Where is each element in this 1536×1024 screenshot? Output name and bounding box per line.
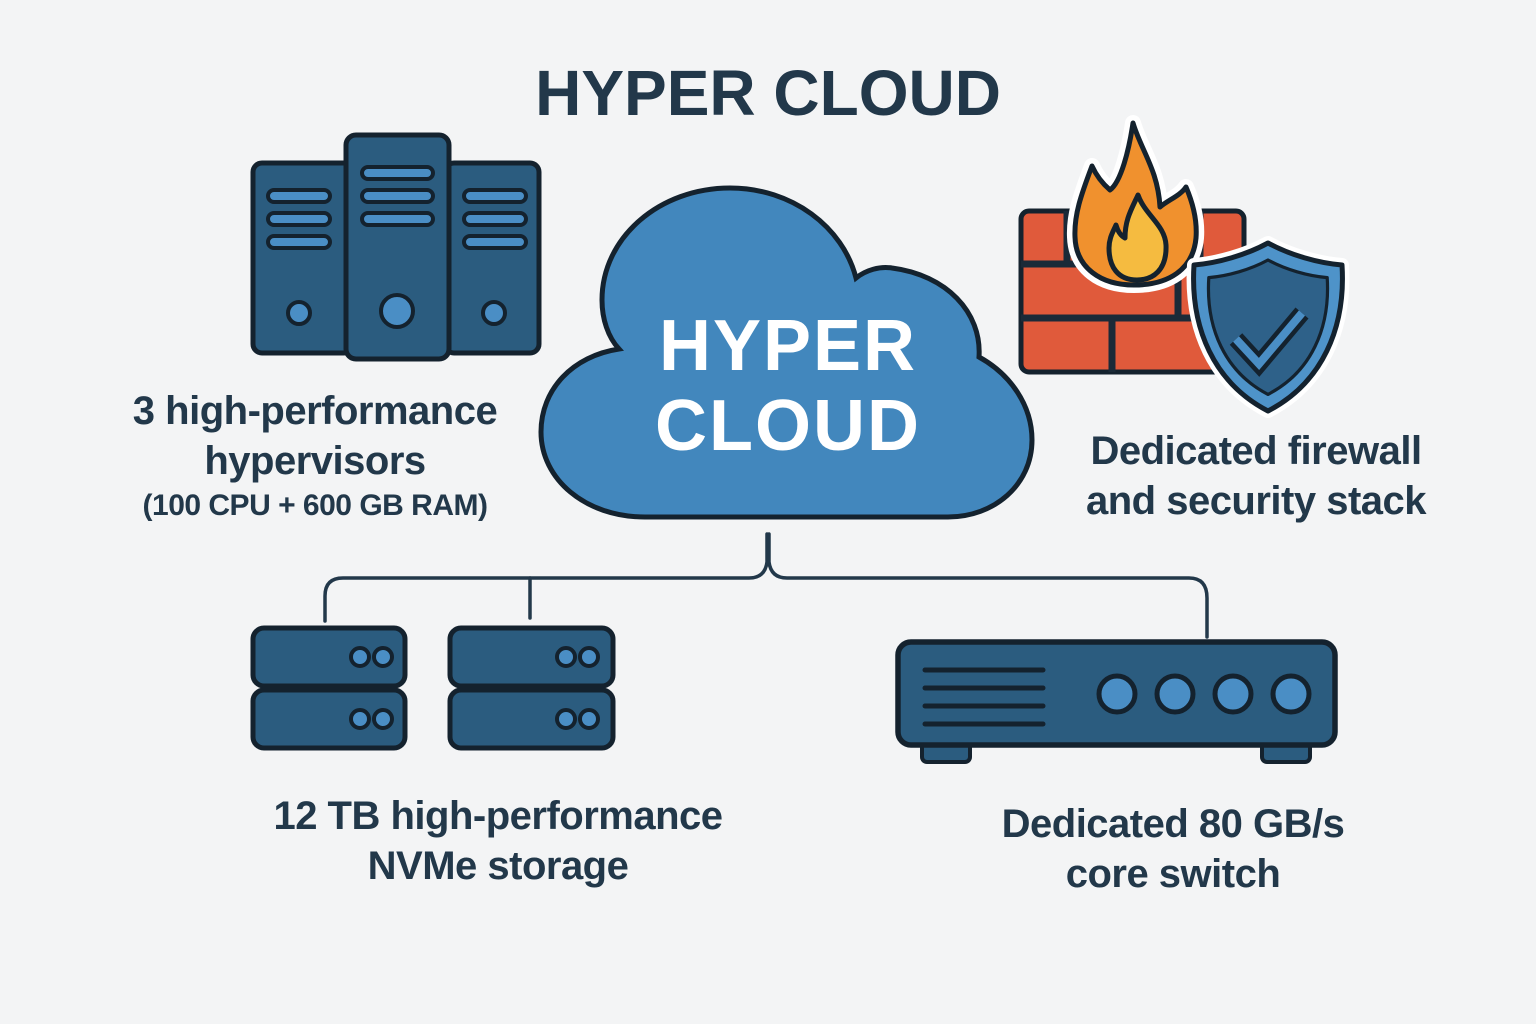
switch-caption-line2: core switch: [1065, 852, 1281, 896]
storage-unit: [447, 687, 616, 751]
switch-ports: [1096, 673, 1312, 715]
cloud-icon: [538, 185, 1035, 520]
storage-unit: [250, 687, 408, 751]
storage-unit: [250, 625, 408, 689]
switch-caption-line1: Dedicated 80 GB/s: [1001, 802, 1345, 846]
storage-caption: 12 TB high-performance NVMe storage: [238, 791, 758, 891]
server-power-button-right: [481, 300, 507, 326]
switch-vent-lines: [922, 667, 1046, 727]
connector-left-branch: [323, 532, 769, 623]
security-caption: Dedicated firewall and security stack: [1028, 426, 1484, 526]
server-power-button-center: [379, 293, 415, 329]
storage-led-lights: [555, 646, 600, 730]
network-switch-icon: [895, 639, 1338, 764]
cloud-label: HYPER CLOUD: [533, 306, 1043, 466]
hypervisors-caption-line1: 3 high-performance: [132, 389, 498, 433]
cloud-label-line2: CLOUD: [655, 386, 921, 466]
flame-icon: [1066, 115, 1205, 293]
hypervisors-caption-line2: hypervisors: [204, 439, 426, 483]
security-caption-line2: and security stack: [1085, 479, 1427, 523]
shield-inner: [1206, 258, 1330, 397]
storage-array-icon-2: [447, 625, 616, 751]
switch-caption: Dedicated 80 GB/s core switch: [943, 799, 1403, 899]
shield-check-fill: [1233, 310, 1306, 371]
server-rack-icon: [250, 132, 542, 362]
page-title: HYPER CLOUD: [535, 57, 1001, 129]
server-power-button-left: [286, 300, 312, 326]
storage-array-icon-1: [250, 625, 408, 751]
hypervisors-caption-line3: (100 CPU + 600 GB RAM): [142, 489, 488, 522]
cloud-label-line1: HYPER: [658, 306, 918, 386]
storage-caption-line1: 12 TB high-performance: [273, 794, 723, 838]
storage-unit: [447, 625, 616, 689]
server-tower-center-slots: [360, 165, 435, 227]
connector-lines: [323, 532, 1209, 639]
shield-check-icon: [1186, 236, 1350, 418]
cloud-shape: [538, 185, 1035, 520]
hypervisors-caption: 3 high-performance hypervisors (100 CPU …: [58, 386, 572, 526]
firewall-fire-icon: [1018, 115, 1247, 375]
storage-caption-line2: NVMe storage: [367, 844, 629, 888]
security-caption-line1: Dedicated firewall: [1090, 429, 1422, 473]
connector-right-branch: [767, 532, 1209, 639]
server-tower-left-slots: [266, 188, 332, 250]
storage-led-lights: [349, 646, 394, 730]
server-tower-right-slots: [462, 188, 528, 250]
flame-inner: [1106, 192, 1169, 283]
